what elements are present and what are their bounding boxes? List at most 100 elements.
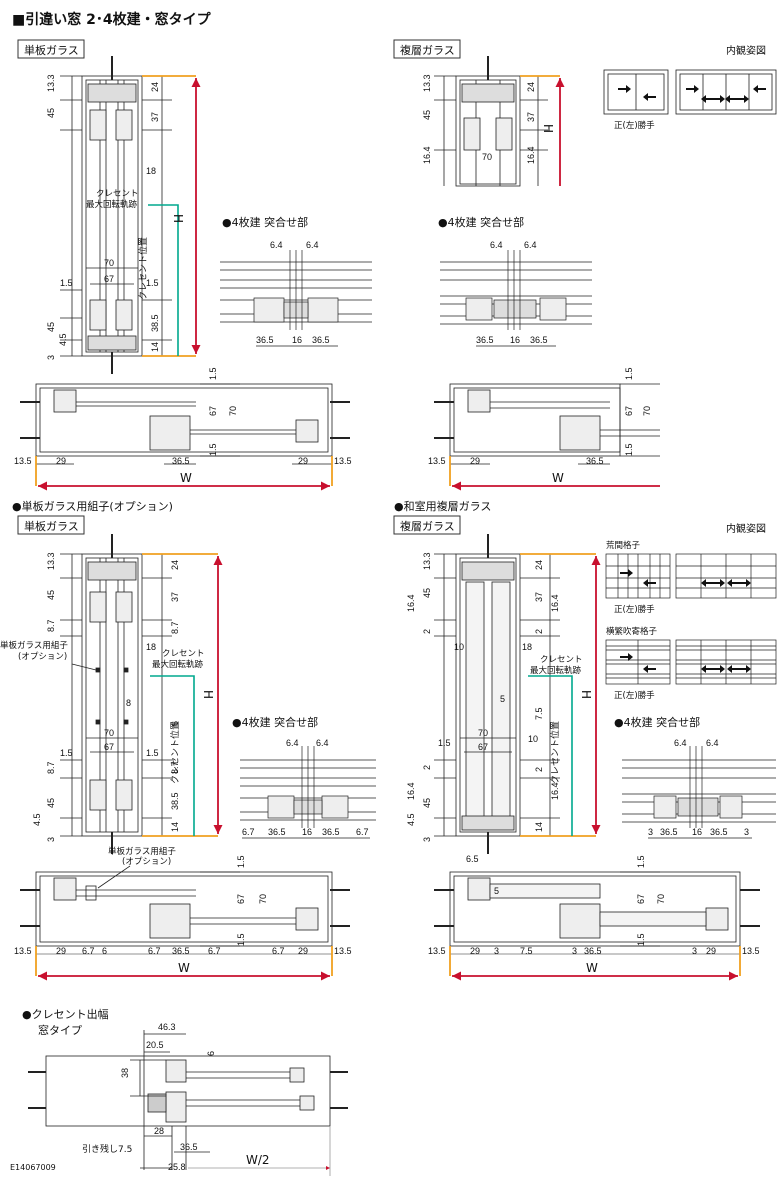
dim-label: 36.5 [256,335,274,345]
dim-label: 3 [494,946,499,956]
dim-label: 38 [120,1068,130,1078]
width-label: W [586,961,598,975]
dim-label: 6.4 [316,738,329,748]
hand-note: 正(左)勝手 [614,604,655,615]
section-label: 複層ガラス [400,519,455,533]
dim-label: 36.5 [172,456,190,466]
dim-label: 1.5 [146,278,159,288]
crescent-position-label: クレセント位置 [169,721,181,784]
dim-label: 36.5 [312,335,330,345]
view-title: 内観姿図 [726,522,766,535]
drawing-code: E14067009 [10,1163,56,1172]
dim-label: 25.8 [168,1162,186,1172]
dim-label: 70 [258,894,268,904]
section-japanese-double: ●和室用複層ガラス 複層ガラス 内観姿図 13.3 [393,499,777,854]
dim-label: 13.5 [428,946,446,956]
dim-label: 13.3 [46,552,56,570]
dim-label: 20.5 [146,1040,164,1050]
dim-label: 24 [526,82,536,92]
dim-label: 2 [422,629,432,634]
dim-label: 29 [706,946,716,956]
four-panel-joint-2: ●4枚建 突合せ部 6.4 6.4 36.5 16 36.5 [438,215,592,347]
dim-label: 67 [478,742,488,752]
dim-label: 37 [150,112,160,122]
dim-label: 2 [422,765,432,770]
dim-label: 36.5 [530,335,548,345]
dim-label: 1.5 [636,933,646,946]
dim-label: 70 [656,894,666,904]
dim-label: 29 [56,456,66,466]
dim-label: 16 [302,827,312,837]
kumiko-label-2: 単板ガラス用組子(オプション) [108,846,176,867]
dim-label: 16.4 [550,594,560,612]
dim-label: 14 [150,342,160,352]
dim-label: 6.5 [466,854,479,864]
hand-note: 正(左)勝手 [614,690,655,701]
dim-label: 6 [170,721,180,726]
dim-label: 37 [526,112,536,122]
section-label: 複層ガラス [400,43,455,57]
dim-label: 2 [534,629,544,634]
dim-label: 3 [46,355,56,360]
section-single-glass: 単板ガラス [17,39,201,374]
height-label: H [579,690,593,699]
dim-label: 70 [482,152,492,162]
dim-label: 13.3 [422,74,432,92]
dim-label: 29 [56,946,66,956]
crescent-label: クレセント最大回転軌跡 [152,649,205,670]
crescent-label: クレセント最大回転軌跡 [530,655,583,676]
dim-label: 36.5 [476,335,494,345]
dim-label: 6.4 [286,738,299,748]
dim-label: 16.4 [422,146,432,164]
dim-label: 24 [170,560,180,570]
dim-label: 37 [170,592,180,602]
height-label: H [541,124,555,133]
dim-label: 13.5 [14,946,32,956]
lattice-label: 横繁吹寄格子 [606,626,658,637]
crescent-label: クレセント最大回転軌跡 [86,189,139,210]
dim-label: 36.5 [586,456,604,466]
dim-label: 14 [534,822,544,832]
nokoshi-label: 引き残し7.5 [82,1143,132,1155]
dim-label: 45 [422,798,432,808]
width-label: W [178,961,190,975]
dim-label: 2 [534,767,544,772]
dim-label: 6.7 [242,827,255,837]
dim-label: 6.4 [270,240,283,250]
section-caption: ●単板ガラス用組子(オプション) [12,499,173,513]
dim-label: 67 [624,406,634,416]
crescent-position-label: クレセント位置 [137,237,149,300]
lattice-label: 荒間格子 [606,540,641,551]
elevation-view [603,69,777,115]
dim-label: 45 [46,590,56,600]
dim-label: 45 [422,110,432,120]
lattice-view-ranma [605,553,777,599]
view-title: 内観姿図 [726,44,766,57]
dim-label: 6 [206,1051,216,1056]
dim-label: 29 [470,946,480,956]
dim-label: 1.5 [636,855,646,868]
dim-label: 67 [636,894,646,904]
dim-label: 36.5 [584,946,602,956]
dim-label: 1.5 [60,278,73,288]
kumiko-label: 単板ガラス用組子(オプション) [0,640,68,662]
horizontal-section-4: 13.5 29 3 7.5 3 36.5 3 29 13.5 6.5 5 1.5… [428,854,760,981]
dim-label: 29 [298,456,308,466]
dim-label: 46.3 [158,1022,176,1032]
dim-label: 36.5 [322,827,340,837]
width-label: W [552,471,564,485]
dim-label: 13.5 [334,456,352,466]
dim-label: 38.5 [170,792,180,810]
horizontal-section-3: 単板ガラス用組子(オプション) 13.5 29 6.7 6 6.7 36.5 6… [14,846,352,981]
dim-label: 3 [744,827,749,837]
crescent-position-label: クレセント位置 [549,721,561,784]
dim-label: 13.5 [428,456,446,466]
section-single-kumiko: ●単板ガラス用組子(オプション) 単板ガラス [0,499,223,854]
dim-label: 13.3 [46,74,56,92]
dim-label: 37 [534,592,544,602]
dim-label: 45 [422,588,432,598]
dim-label: 8.7 [170,761,180,774]
dim-label: 1.5 [60,748,73,758]
dim-label: 6.7 [272,946,285,956]
